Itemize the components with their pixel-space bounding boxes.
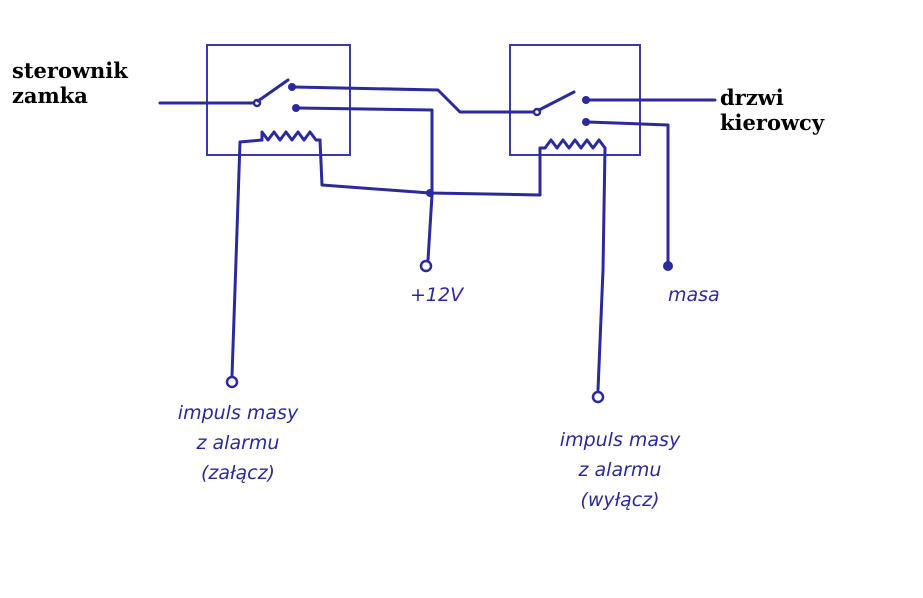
bridge-wire [292, 85, 537, 114]
left-coil [260, 130, 322, 142]
left-pulse-line1: impuls masy [177, 402, 299, 424]
supply-label: +12V [410, 284, 464, 306]
left-pulse-label: impuls masy z alarmu (załącz) [128, 398, 348, 488]
controller-label-line2: zamka [12, 83, 88, 108]
supply-terminal [419, 259, 433, 273]
left-switch-lever [256, 78, 290, 103]
right-pulse-line1: impuls masy [559, 429, 681, 451]
left-contact-upper [288, 83, 296, 91]
ground-terminal [663, 261, 673, 271]
junction-dot [426, 189, 434, 197]
right-coil [543, 138, 607, 150]
controller-label-line1: sterownik [12, 58, 128, 83]
left-coil-wire [230, 138, 264, 378]
right-pulse-terminal [591, 390, 605, 404]
door-label: drzwi kierowcy [720, 85, 824, 135]
right-coil-wire [596, 146, 607, 392]
right-pulse-label: impuls masy z alarmu (wyłącz) [520, 425, 720, 515]
coil-common-wire [318, 138, 547, 197]
right-contact-lower [582, 118, 590, 126]
right-switch-lever [537, 90, 576, 112]
ground-wire [586, 120, 670, 264]
door-label-line1: drzwi [720, 85, 784, 110]
right-pulse-line2: z alarmu [578, 459, 662, 481]
left-pulse-line3: (załącz) [201, 462, 275, 484]
supply-wire [296, 106, 434, 262]
door-label-line2: kierowcy [720, 110, 825, 135]
left-contact-lower [292, 104, 300, 112]
ground-label: masa [668, 284, 720, 306]
controller-label: sterownik zamka [12, 58, 128, 108]
left-pulse-line2: z alarmu [196, 432, 280, 454]
left-pulse-terminal [225, 375, 239, 389]
left-relay-box [206, 44, 351, 156]
right-contact-upper [582, 96, 590, 104]
right-pulse-line3: (wyłącz) [580, 489, 660, 511]
